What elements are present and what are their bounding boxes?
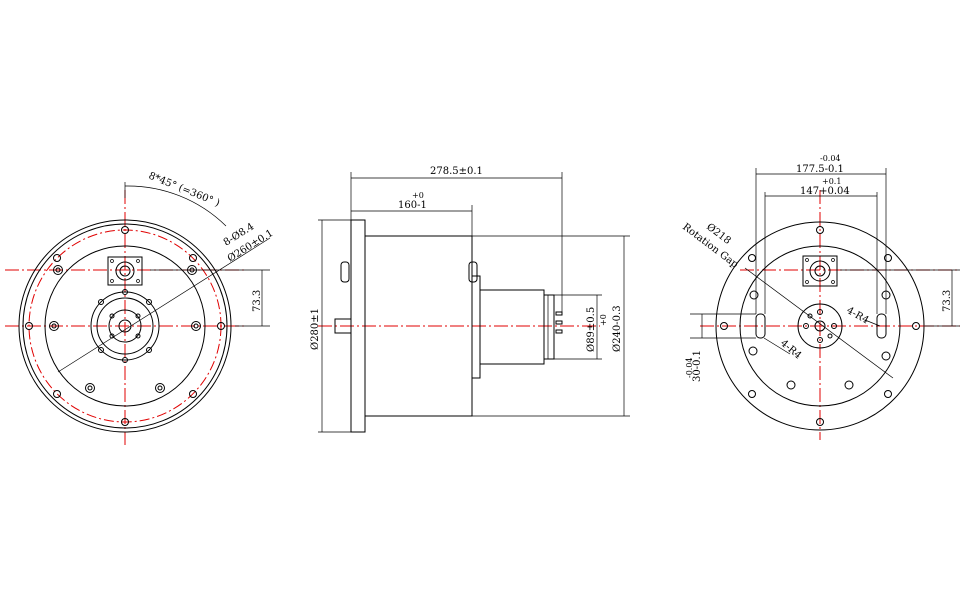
middle-flange-tol: +0 bbox=[412, 191, 424, 200]
middle-flange-label: 160-1 bbox=[398, 200, 427, 211]
middle-body-tol: +0 bbox=[599, 314, 608, 326]
middle-shaft-stub bbox=[334, 318, 352, 334]
right-hub-pins bbox=[803, 309, 837, 343]
right-dim-a-label: 177.5-0.1 bbox=[796, 164, 844, 175]
left-offset-label: 73.3 bbox=[252, 290, 263, 312]
left-angle-arc bbox=[124, 185, 227, 227]
right-offset-label: 73.3 bbox=[942, 290, 953, 312]
right-bolt-holes bbox=[720, 226, 920, 426]
right-dim-b-label: 147+0.04 bbox=[800, 186, 850, 197]
middle-outer-dia-label: Ø280±1 bbox=[310, 308, 321, 350]
right-slot-label-lower: 4-R4 bbox=[778, 338, 803, 362]
middle-pad-right bbox=[468, 261, 478, 283]
left-hub-outer bbox=[90, 291, 160, 361]
left-outer-circle-2 bbox=[22, 223, 228, 429]
middle-body-dia-label: Ø240-0.3 bbox=[612, 305, 623, 352]
right-slot-label-upper: 4-R4 bbox=[845, 305, 871, 326]
middle-pad-left bbox=[340, 261, 350, 283]
left-inner-holes bbox=[49, 265, 201, 393]
middle-rear-drum bbox=[479, 289, 545, 365]
middle-rear-housing bbox=[471, 275, 481, 379]
middle-inner-dia-label: Ø89±0.5 bbox=[586, 307, 597, 352]
left-outer-circle bbox=[18, 219, 232, 433]
left-angle-label: 8*45° (=360° ) bbox=[147, 171, 221, 210]
left-pcd-circle bbox=[28, 229, 222, 423]
right-dim-c-label: 30-0.1 bbox=[692, 350, 703, 382]
right-tol-c: -0.04 bbox=[685, 357, 694, 378]
left-connector bbox=[107, 256, 143, 286]
left-hub-mid bbox=[96, 297, 154, 355]
middle-rear-cap bbox=[543, 294, 555, 360]
left-body-circle bbox=[44, 245, 206, 407]
left-hub-inner bbox=[108, 309, 142, 343]
left-bolt-holes bbox=[25, 226, 225, 426]
right-connector bbox=[802, 255, 838, 287]
right-slot-left bbox=[755, 313, 766, 339]
right-slot-right bbox=[876, 313, 887, 339]
middle-length-label: 278.5±0.1 bbox=[430, 166, 483, 177]
right-tol-b: +0.1 bbox=[822, 177, 841, 186]
right-inner-circle bbox=[739, 245, 901, 407]
right-end-view: -0.04 177.5-0.1 +0.1 147+0.04 Ø218 Rotat… bbox=[680, 154, 960, 440]
right-hub-inner bbox=[814, 320, 826, 332]
left-end-view: 8*45° (=360° ) 8-Ø8.4 Ø260±0.1 73.3 bbox=[5, 171, 275, 445]
right-gap-leader bbox=[744, 267, 894, 379]
left-pcd-leader bbox=[57, 237, 271, 373]
right-tol-a: -0.04 bbox=[820, 154, 841, 163]
right-hub-outer bbox=[797, 303, 843, 349]
middle-side-view: 278.5±0.1 +0 160-1 Ø280±1 Ø89±0.5 +0 Ø24… bbox=[310, 166, 630, 433]
right-outer-circle bbox=[715, 221, 925, 431]
